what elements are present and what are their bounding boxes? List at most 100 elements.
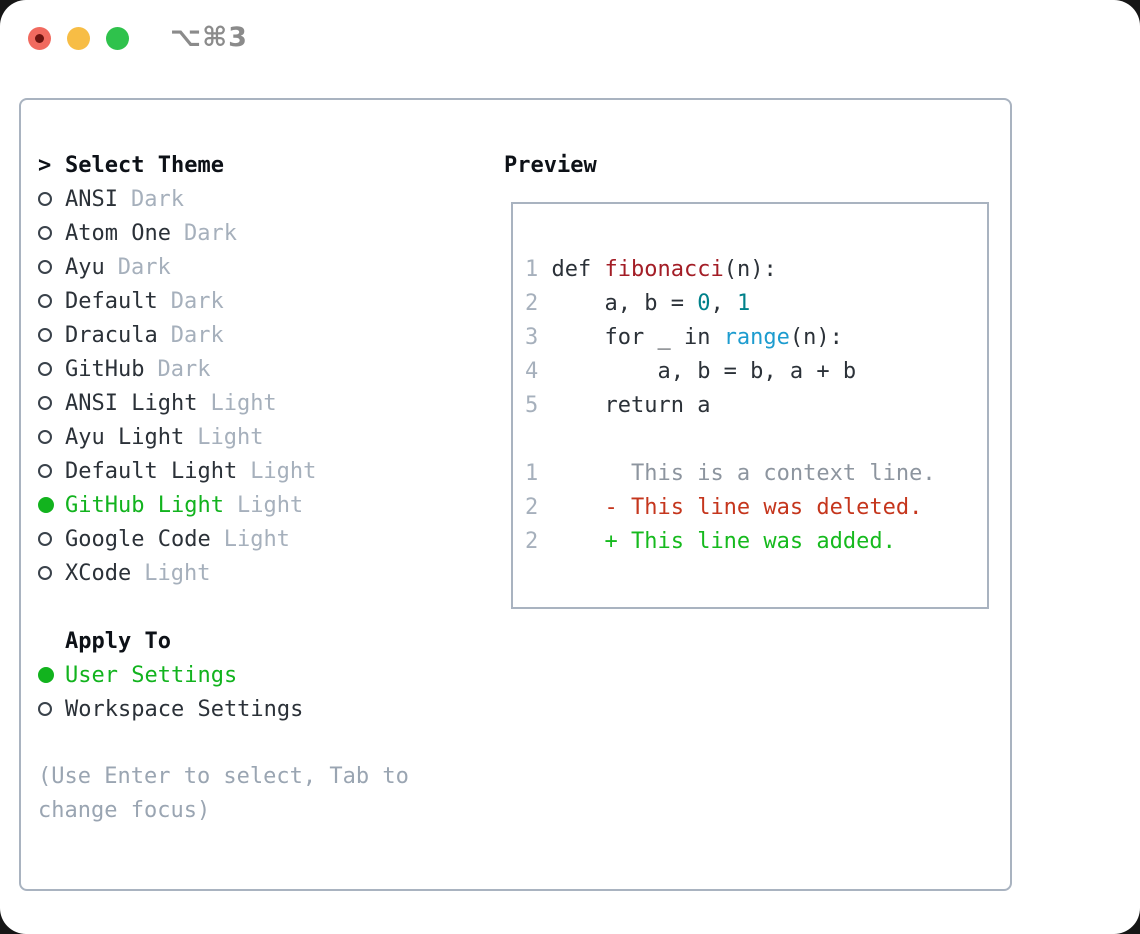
theme-variant-label: Light — [250, 458, 317, 484]
theme-name: Ayu Light — [65, 424, 185, 450]
radio-icon — [38, 362, 52, 376]
radio-icon — [38, 192, 52, 206]
close-button[interactable] — [28, 27, 51, 50]
theme-name: Atom One — [65, 220, 171, 246]
apply-to-title: Apply To — [65, 628, 171, 654]
theme-option-ansi-light[interactable]: ANSI Light Light — [38, 386, 478, 420]
theme-name: Dracula — [65, 322, 158, 348]
code-token-deleted: - This line was deleted. — [551, 495, 923, 520]
theme-variant-label: Dark — [183, 220, 237, 246]
diff-line: 2 - This line was deleted. — [525, 491, 987, 525]
title-bar: ⌥⌘3 — [0, 0, 1140, 76]
code-token-code: a, b = b, a + b — [551, 359, 857, 384]
preview-blank-line — [525, 423, 987, 457]
theme-variant-label: Dark — [157, 356, 211, 382]
apply-to-header: Apply To — [38, 624, 478, 658]
theme-option-github[interactable]: GitHub Dark — [38, 352, 478, 386]
code-token-num: 1 — [736, 291, 751, 316]
theme-variant-label: Dark — [130, 186, 184, 212]
code-token-code: (n): — [789, 325, 843, 350]
code-token-added: + This line was added. — [551, 529, 896, 554]
radio-icon — [38, 328, 52, 342]
code-token-code: for _ in — [551, 325, 724, 350]
theme-name: Default Light — [65, 458, 238, 484]
code-line: 5 return a — [525, 389, 987, 423]
line-number: 1 — [525, 257, 552, 282]
section-gap — [38, 590, 478, 624]
code-token-num: 0 — [697, 291, 711, 316]
radio-icon — [38, 702, 52, 716]
radio-icon — [38, 226, 52, 240]
radio-icon — [38, 396, 52, 410]
theme-option-atom-one[interactable]: Atom One Dark — [38, 216, 478, 250]
code-token-code: (n): — [723, 257, 777, 282]
theme-option-dracula[interactable]: Dracula Dark — [38, 318, 478, 352]
prompt-caret-icon: > — [38, 152, 52, 178]
zoom-button[interactable] — [106, 27, 129, 50]
line-number: 1 — [525, 461, 552, 486]
radio-icon — [38, 532, 52, 546]
theme-option-ayu-light[interactable]: Ayu Light Light — [38, 420, 478, 454]
line-number: 4 — [525, 359, 552, 384]
theme-variant-label: Dark — [117, 254, 171, 280]
theme-variant-label: Dark — [170, 288, 224, 314]
theme-name: GitHub — [65, 356, 145, 382]
diff-line: 1 This is a context line. — [525, 457, 987, 491]
theme-name: Google Code — [65, 526, 211, 552]
theme-option-default-light[interactable]: Default Light Light — [38, 454, 478, 488]
line-number: 3 — [525, 325, 552, 350]
theme-variant-label: Light — [210, 390, 277, 416]
code-token-code: , — [710, 291, 737, 316]
diff-preview-block: 1 This is a context line.2 - This line w… — [525, 457, 987, 559]
radio-icon — [38, 566, 52, 580]
radio-icon — [38, 260, 52, 274]
radio-icon — [38, 430, 52, 444]
code-token-code: return a — [551, 393, 711, 418]
line-number: 5 — [525, 393, 552, 418]
theme-variant-label: Light — [197, 424, 264, 450]
theme-variant-label: Dark — [170, 322, 224, 348]
line-number: 2 — [525, 291, 552, 316]
code-token-code: a, b = — [551, 291, 698, 316]
apply-option-workspace-settings[interactable]: Workspace Settings — [38, 692, 478, 726]
code-line: 1 def fibonacci(n): — [525, 253, 987, 287]
theme-name: GitHub Light — [65, 492, 224, 518]
theme-variant-label: Light — [236, 492, 304, 518]
theme-option-ansi[interactable]: ANSI Dark — [38, 182, 478, 216]
window-title-shortcut: ⌥⌘3 — [170, 22, 248, 53]
radio-icon — [38, 294, 52, 308]
diff-line: 2 + This line was added. — [525, 525, 987, 559]
line-number: 2 — [525, 495, 552, 520]
radio-selected-icon — [38, 667, 54, 683]
code-line: 3 for _ in range(n): — [525, 321, 987, 355]
section-gap — [38, 726, 478, 760]
minimize-button[interactable] — [67, 27, 90, 50]
apply-option-user-settings[interactable]: User Settings — [38, 658, 478, 692]
code-token-func: fibonacci — [604, 257, 724, 282]
preview-title: Preview — [504, 152, 597, 178]
theme-name: ANSI — [65, 186, 118, 212]
code-token-context: This is a context line. — [551, 461, 936, 486]
radio-icon — [38, 464, 52, 478]
theme-option-github-light[interactable]: GitHub Light Light — [38, 488, 478, 522]
theme-variant-label: Light — [144, 560, 211, 586]
code-line: 2 a, b = 0, 1 — [525, 287, 987, 321]
theme-name: Default — [65, 288, 158, 314]
theme-name: ANSI Light — [65, 390, 198, 416]
select-theme-header: > Select Theme — [38, 148, 478, 182]
radio-selected-icon — [38, 497, 54, 513]
line-number: 2 — [525, 529, 552, 554]
code-token-builtin: range — [723, 325, 790, 350]
keyboard-hint: (Use Enter to select, Tab to change focu… — [38, 764, 409, 823]
theme-option-default[interactable]: Default Dark — [38, 284, 478, 318]
